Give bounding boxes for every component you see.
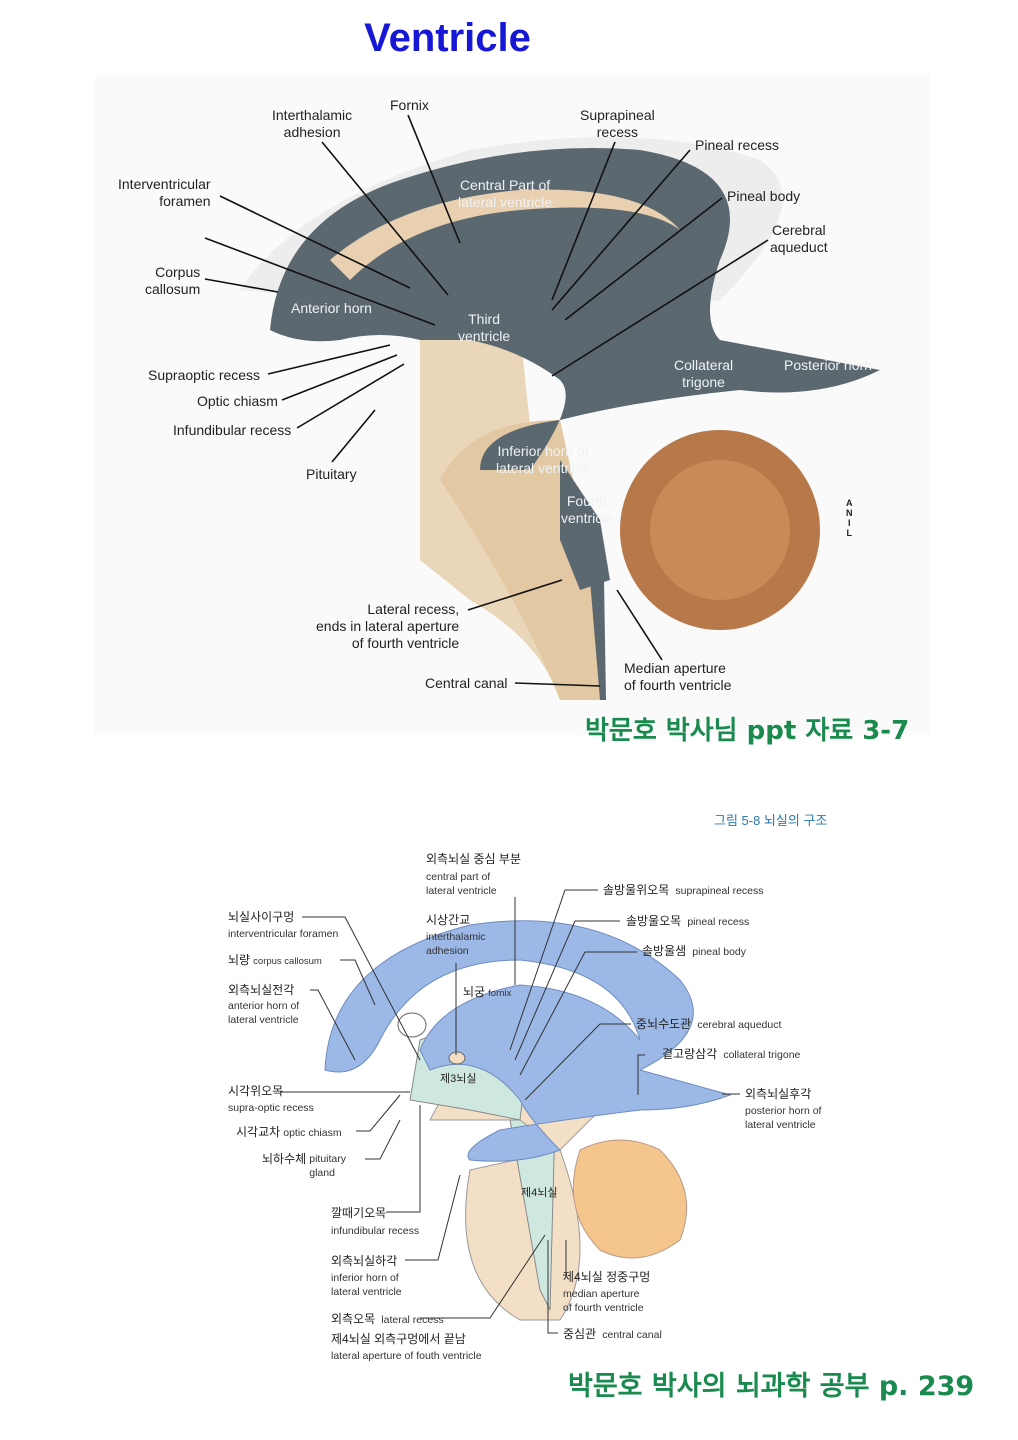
bottom-label-central-canal: 중심관 central canal (563, 1327, 662, 1341)
label-pineal-recess: Pineal recess (695, 137, 780, 153)
bottom-label-third-ventricle: 제3뇌실 (440, 1073, 477, 1085)
label-cerebral-aqueduct: Cerebral aqueduct (770, 222, 828, 255)
bottom-label-collateral-trigone: 곁고랑삼각 collateral trigone (662, 1047, 801, 1061)
label-supraoptic-recess: Supraoptic recess (148, 367, 261, 383)
bottom-label-pituitary: 뇌하수체 pituitary gland (262, 1152, 346, 1179)
bottom-label-fornix: 뇌궁 fornix (463, 985, 512, 999)
label-lateral-recess: Lateral recess, ends in lateral aperture… (316, 601, 460, 651)
label-inferior-horn: Inferior horn of lateral ventricle (496, 443, 591, 476)
label-pituitary: Pituitary (306, 466, 357, 482)
label-fornix: Fornix (390, 97, 429, 113)
bottom-label-fourth-ventricle: 제4뇌실 (521, 1187, 558, 1199)
label-median-aperture: Median aperture of fourth ventricle (624, 660, 732, 693)
bottom-caption: 박문호 박사의 뇌과학 공부 p. 239 (568, 1371, 975, 1402)
label-infundibular-recess: Infundibular recess (173, 422, 292, 438)
figure-title: 그림 5-8 뇌실의 구조 (714, 813, 828, 828)
bottom-label-lateral-recess: 외측오목 lateral recess (331, 1312, 444, 1326)
bottom-label-pineal-body: 솔방울샘 pineal body (642, 944, 747, 958)
bottom-label-cerebral-aqueduct: 중뇌수도관 cerebral aqueduct (636, 1017, 782, 1031)
label-collateral-trigone: Collateral trigone (674, 357, 734, 390)
leader-arrows (204, 114, 769, 687)
label-optic-chiasm: Optic chiasm (197, 393, 278, 409)
label-interthalamic-adhesion: Interthalamic adhesion (272, 107, 353, 140)
label-corpus-callosum: Corpus callosum (145, 264, 201, 297)
top-caption: 박문호 박사님 ppt 자료 3-7 (585, 716, 910, 746)
page-title: Ventricle (364, 16, 531, 60)
label-third-ventricle: Third ventricle (458, 311, 511, 344)
ventricle-illustration (204, 114, 880, 700)
bottom-label-optic-chiasm: 시각교차 optic chiasm (236, 1125, 342, 1139)
label-fourth-ventricle: Fourth ventricle (561, 493, 614, 526)
label-pineal-body: Pineal body (727, 188, 801, 204)
orientation-marker: A N I L (846, 498, 853, 538)
label-anterior-horn: Anterior horn (291, 300, 372, 316)
bottom-label-pineal-recess: 솔방울오목 pineal recess (626, 914, 750, 928)
label-central-part: Central Part of lateral ventricle (458, 177, 553, 210)
label-central-canal: Central canal (425, 675, 508, 691)
label-posterior-horn: Posterior horn (784, 357, 872, 373)
bottom-label-suprapineal-recess: 솔방울위오목 suprapineal recess (603, 883, 764, 897)
label-suprapineal-recess: Suprapineal recess (580, 107, 655, 140)
leader-lines (280, 889, 740, 1334)
bottom-label-corpus-callosum: 뇌량 corpus callosum (228, 953, 322, 967)
label-interventricular-foramen: Interventricular foramen (118, 176, 211, 209)
